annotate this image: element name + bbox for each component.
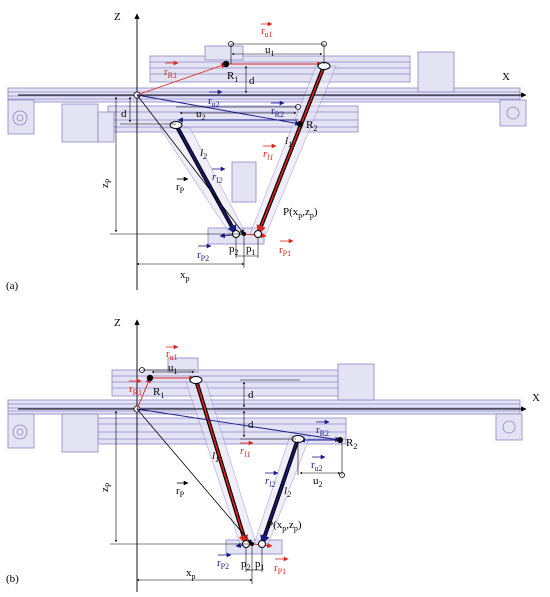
svg-text:p1: p1	[246, 243, 256, 257]
svg-text:rP: rP	[176, 181, 185, 195]
svg-text:ru1: ru1	[166, 348, 178, 362]
svg-text:l1: l1	[285, 135, 292, 149]
svg-text:p2: p2	[241, 558, 251, 572]
svg-text:u1: u1	[265, 44, 275, 58]
vector-rl2-b	[260, 438, 299, 545]
svg-text:xp: xp	[180, 269, 190, 283]
svg-text:rR2: rR2	[316, 424, 329, 438]
svg-text:rR2: rR2	[271, 105, 284, 119]
svg-text:ru2: ru2	[311, 459, 323, 473]
svg-text:rl1: rl1	[240, 445, 251, 459]
svg-text:p2: p2	[229, 243, 239, 257]
panel-b: Z X	[6, 317, 540, 592]
svg-text:zP: zP	[99, 482, 113, 492]
svg-text:l1: l1	[212, 450, 219, 464]
svg-text:R2: R2	[346, 437, 357, 451]
svg-text:d: d	[248, 419, 254, 431]
svg-text:R1: R1	[153, 386, 164, 400]
svg-text:l2: l2	[284, 485, 291, 499]
svg-text:rP: rP	[176, 485, 185, 499]
caption-a: (a)	[6, 280, 19, 292]
vector-rl2-a	[175, 124, 237, 235]
svg-text:R1: R1	[227, 70, 238, 84]
svg-text:d: d	[249, 75, 255, 87]
svg-text:rR1: rR1	[164, 66, 177, 80]
svg-text:rP2: rP2	[197, 249, 209, 263]
mechanism-frame-b	[7, 357, 523, 555]
svg-text:d: d	[121, 108, 127, 120]
x-axis-label-b: X	[532, 392, 540, 404]
labels-a: ru1 u1 rR1 R1 d ru2 u2 d rR2 R2 l1 rl1 l…	[6, 21, 318, 292]
svg-text:u1: u1	[168, 362, 178, 376]
labels-b: ru1 u1 rR1 R1 d d rR2 R2 ru2 u2 l1 rl1 r…	[6, 344, 357, 585]
svg-text:rl2: rl2	[265, 475, 276, 489]
vector-rP-a	[136, 94, 245, 235]
svg-text:l2: l2	[200, 147, 207, 161]
svg-text:p1: p1	[255, 558, 265, 572]
svg-text:ru1: ru1	[261, 25, 273, 39]
svg-text:u2: u2	[196, 108, 206, 122]
z-axis-label-a: Z	[114, 11, 121, 23]
svg-text:rl2: rl2	[212, 171, 223, 185]
svg-text:u2: u2	[313, 475, 323, 489]
svg-text:P(xp,zp): P(xp,zp)	[267, 519, 302, 533]
caption-b: (b)	[6, 573, 19, 585]
vector-rR1-a	[136, 63, 227, 96]
svg-text:rR1: rR1	[129, 383, 142, 397]
svg-text:d: d	[248, 389, 254, 401]
vector-rR2-a	[136, 94, 301, 126]
vector-rl1-b	[195, 379, 249, 545]
x-axis-label-a: X	[502, 71, 510, 83]
svg-text:R2: R2	[306, 119, 317, 133]
svg-text:rl1: rl1	[263, 148, 274, 162]
svg-text:P(xp,zp): P(xp,zp)	[283, 206, 318, 220]
vector-rR2-b	[136, 408, 341, 442]
svg-text:rP1: rP1	[274, 562, 286, 576]
dimensions-b	[110, 369, 343, 584]
vector-rP-b	[136, 408, 253, 545]
svg-text:zP: zP	[99, 178, 113, 188]
svg-text:ru2: ru2	[208, 95, 220, 109]
vector-rl1-a	[256, 65, 325, 235]
panel-a: Z X	[6, 11, 527, 292]
svg-text:rP2: rP2	[217, 557, 229, 571]
svg-text:xp: xp	[186, 567, 196, 581]
svg-text:rP1: rP1	[279, 244, 291, 258]
z-axis-label-b: Z	[114, 317, 121, 329]
vector-rP2-a	[219, 232, 245, 239]
vector-rR1-b	[136, 377, 151, 410]
dimensions-a	[110, 43, 325, 268]
